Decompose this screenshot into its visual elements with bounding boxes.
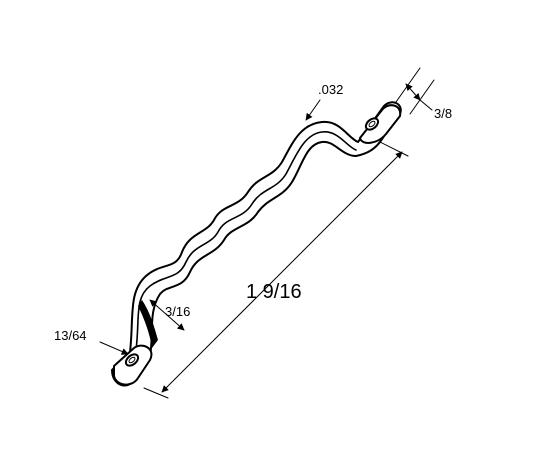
thickness-dimension: .032: [305, 82, 343, 121]
thickness-leader: [305, 99, 321, 121]
length-ext-left: [143, 387, 169, 399]
width-ext-2: [409, 79, 435, 115]
width-leader: [419, 99, 433, 111]
height-dimension: 3/16: [149, 299, 190, 331]
width-dimension: 3/8: [395, 67, 452, 121]
length-ext-right: [379, 141, 409, 157]
width-ext-1: [395, 67, 421, 103]
length-dimension: 1 9/16: [143, 141, 409, 399]
strap-part: [111, 101, 402, 387]
width-label: 3/8: [434, 106, 452, 121]
hole-dimension: 13/64: [54, 328, 129, 355]
right-hole-inner: [368, 120, 376, 128]
height-arrow: [149, 299, 185, 331]
left-hole: [124, 353, 140, 367]
hole-label: 13/64: [54, 328, 87, 343]
right-tab: [359, 104, 402, 144]
height-label: 3/16: [165, 304, 190, 319]
strap-shaded-edge: [138, 300, 158, 348]
width-arrow: [405, 83, 421, 101]
length-label: 1 9/16: [246, 281, 302, 303]
thickness-label: .032: [318, 82, 343, 97]
left-hole-inner: [128, 356, 136, 364]
hole-leader: [99, 341, 129, 355]
length-arrow: [161, 151, 403, 393]
right-hole: [364, 117, 380, 131]
